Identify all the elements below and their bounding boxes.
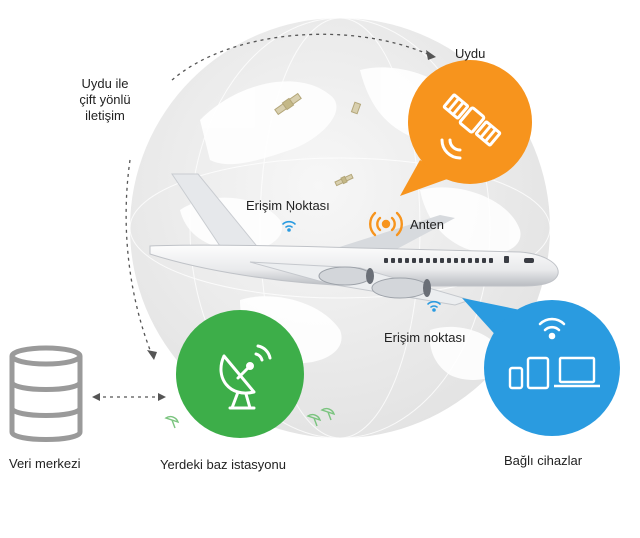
phone-icon — [508, 366, 524, 390]
data-center-label: Veri merkezi — [9, 456, 81, 471]
laptop-icon — [554, 356, 600, 388]
satellite-label: Uydu — [455, 46, 486, 61]
devices-bubble — [462, 298, 620, 436]
ground-station-bubble — [176, 310, 304, 438]
database-icon — [9, 345, 83, 442]
airplane-icon — [149, 173, 559, 306]
two-way-label-line2: çift yönlü — [79, 92, 131, 107]
wifi-icon — [538, 317, 566, 340]
connected-devices-label: Bağlı cihazlar — [504, 453, 583, 468]
satellite-dish-icon — [219, 344, 272, 410]
access-point-top-label: Erişim Ņoktası — [246, 198, 330, 213]
two-way-label-line3: iletişim — [85, 108, 125, 123]
antenna-icon — [369, 211, 403, 237]
wifi-icon — [282, 220, 441, 312]
tablet-icon — [526, 356, 550, 390]
satellite-bubble — [400, 60, 532, 196]
satellite-bubble-icon — [442, 93, 502, 147]
access-point-bottom-label: Erişim noktası — [384, 330, 466, 345]
ground-station-label: Yerdeki baz istasyonu — [160, 457, 286, 472]
antenna-label: Anten — [410, 217, 444, 232]
two-way-label-line1: Uydu ile — [81, 76, 129, 91]
arc-arrowheads — [92, 50, 436, 401]
satellite-icon — [274, 92, 362, 187]
two-way-communication-arc — [96, 33, 431, 398]
satellite-dish-icon — [164, 407, 336, 429]
